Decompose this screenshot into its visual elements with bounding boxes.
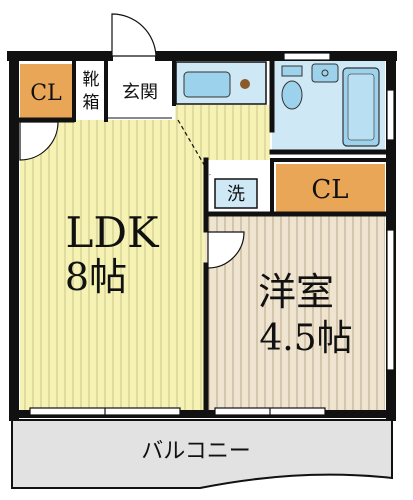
closet-left-label: CL xyxy=(30,81,62,106)
shoe-box-label-2: 箱 xyxy=(83,93,100,113)
ldk-name-label: LDK xyxy=(66,208,161,257)
washer-label: 洗 xyxy=(227,184,245,205)
front-door xyxy=(111,13,157,57)
entrance-label: 玄関 xyxy=(122,82,158,103)
ldk-floor xyxy=(20,105,270,410)
western-room-door xyxy=(207,231,245,269)
faucet-icon xyxy=(321,69,329,77)
balcony xyxy=(11,419,393,489)
sink-icon xyxy=(183,71,231,98)
shoe-box xyxy=(76,64,106,118)
ldk-size-label: 8帖 xyxy=(65,255,127,299)
western-room-name-label: 洋室 xyxy=(258,270,334,314)
closet-right xyxy=(276,164,385,212)
western-room-size-label: 4.5帖 xyxy=(259,318,352,359)
doors xyxy=(19,13,245,269)
toilet-icon xyxy=(281,80,303,110)
closet-left xyxy=(20,64,72,118)
closet-door xyxy=(19,121,59,161)
balcony-label: バルコニー xyxy=(141,439,251,464)
entrance xyxy=(108,64,172,118)
windows xyxy=(29,52,395,416)
shoe-box-label-1: 靴 xyxy=(83,70,100,90)
washer-icon xyxy=(214,178,258,209)
toilet-tank-icon xyxy=(281,65,303,77)
stove-icon xyxy=(240,79,250,89)
closet-right-label: CL xyxy=(311,175,348,205)
